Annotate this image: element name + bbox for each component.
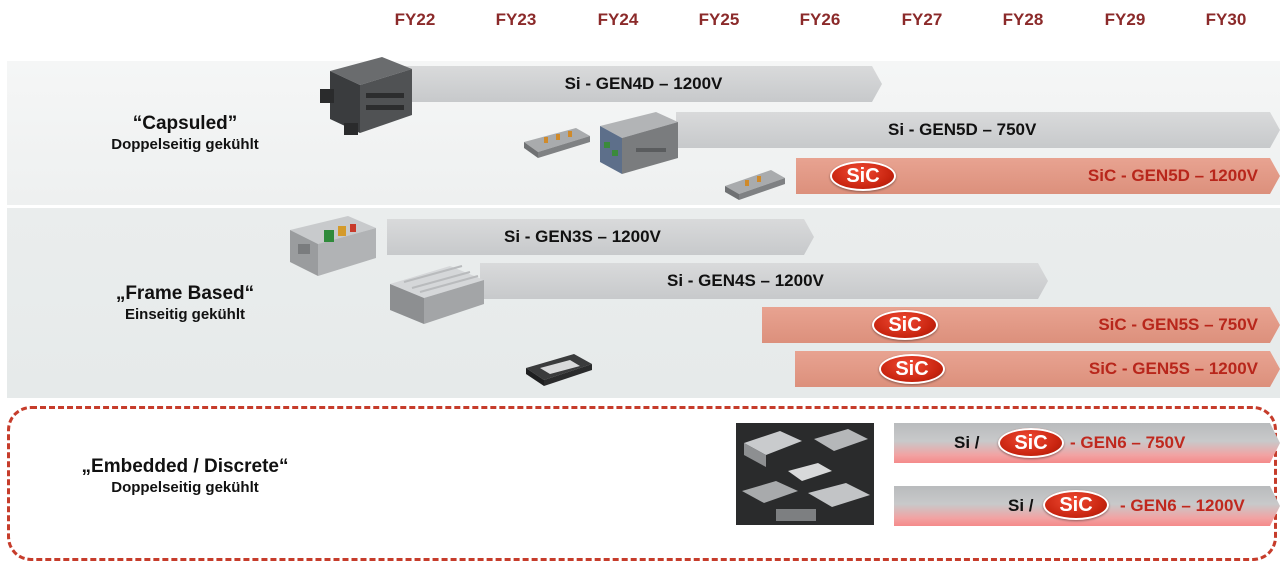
capsuled-subtitle: Doppelseitig gekühlt	[111, 136, 259, 153]
year-label: FY26	[799, 10, 841, 29]
sic-badge: SiC	[872, 310, 938, 340]
year-label: FY28	[1002, 10, 1044, 29]
year-label: FY22	[394, 10, 436, 29]
embedded-highlight-box	[7, 406, 1277, 561]
sic-badge: SiC	[830, 161, 896, 191]
bar-label: Si - GEN4S – 1200V	[667, 271, 824, 290]
sic-badge: SiC	[1043, 490, 1109, 520]
year-label: FY24	[597, 10, 639, 29]
bar-label: Si - GEN4D – 1200V	[564, 74, 723, 93]
bar-label: SiC - GEN5D – 1200V	[1087, 166, 1258, 185]
frame-group-label: „Frame Based“ Einseitig gekühlt	[60, 283, 310, 325]
year-label: FY27	[901, 10, 943, 29]
frame-subtitle: Einseitig gekühlt	[124, 306, 245, 323]
frame-module-image	[390, 265, 484, 324]
power-module-block-image	[320, 57, 412, 135]
bar-label: Si - GEN5D – 750V	[888, 120, 1037, 139]
embedded-group-label: „Embedded / Discrete“ Doppelseitig geküh…	[40, 456, 330, 498]
embedded-modules-photo	[736, 423, 874, 525]
bar-label: - GEN6 – 750V	[1070, 433, 1186, 452]
fiscal-year-header: FY22 FY23 FY24 FY25 FY26 FY27 FY28 FY29 …	[0, 0, 1280, 40]
bar-label: - GEN6 – 1200V	[1120, 496, 1245, 515]
bar-sic-gen5s-1200: SiC - GEN5S – 1200V	[795, 351, 1280, 387]
bar-si-gen4s: Si - GEN4S – 1200V	[480, 263, 1048, 299]
sic-badge: SiC	[879, 354, 945, 384]
year-label: FY29	[1104, 10, 1146, 29]
frame-pcb-image	[526, 354, 592, 386]
capsuled-chip-image	[725, 170, 785, 200]
power-module-block-image	[600, 112, 678, 174]
bar-label: Si - GEN3S – 1200V	[504, 227, 661, 246]
bar-label: SiC - GEN5S – 750V	[1098, 315, 1258, 334]
capsuled-chip-image	[524, 128, 590, 158]
bar-sic-gen5s-750: SiC - GEN5S – 750V	[762, 307, 1280, 343]
bar-label: SiC - GEN5S – 1200V	[1088, 359, 1258, 378]
inverter-module-image	[290, 216, 376, 276]
frame-title: „Frame Based“	[115, 283, 255, 304]
year-label: FY25	[698, 10, 740, 29]
year-label: FY23	[495, 10, 537, 29]
bar-si-gen3s: Si - GEN3S – 1200V	[387, 219, 814, 255]
year-label: FY30	[1205, 10, 1247, 29]
capsuled-title: “Capsuled”	[132, 113, 238, 134]
bar-mix-gen6-750: Si / - GEN6 – 750V	[894, 423, 1280, 463]
embedded-subtitle: Doppelseitig gekühlt	[111, 479, 259, 496]
bar-si-gen5d: Si - GEN5D – 750V	[676, 112, 1280, 148]
capsuled-group-label: “Capsuled” Doppelseitig gekühlt	[60, 113, 310, 155]
bar-si-gen4d: Si - GEN4D – 1200V	[405, 66, 882, 102]
embedded-title: „Embedded / Discrete“	[81, 456, 289, 477]
sic-badge: SiC	[998, 428, 1064, 458]
bar-prefix: Si /	[1008, 496, 1034, 515]
bar-prefix: Si /	[954, 433, 980, 452]
